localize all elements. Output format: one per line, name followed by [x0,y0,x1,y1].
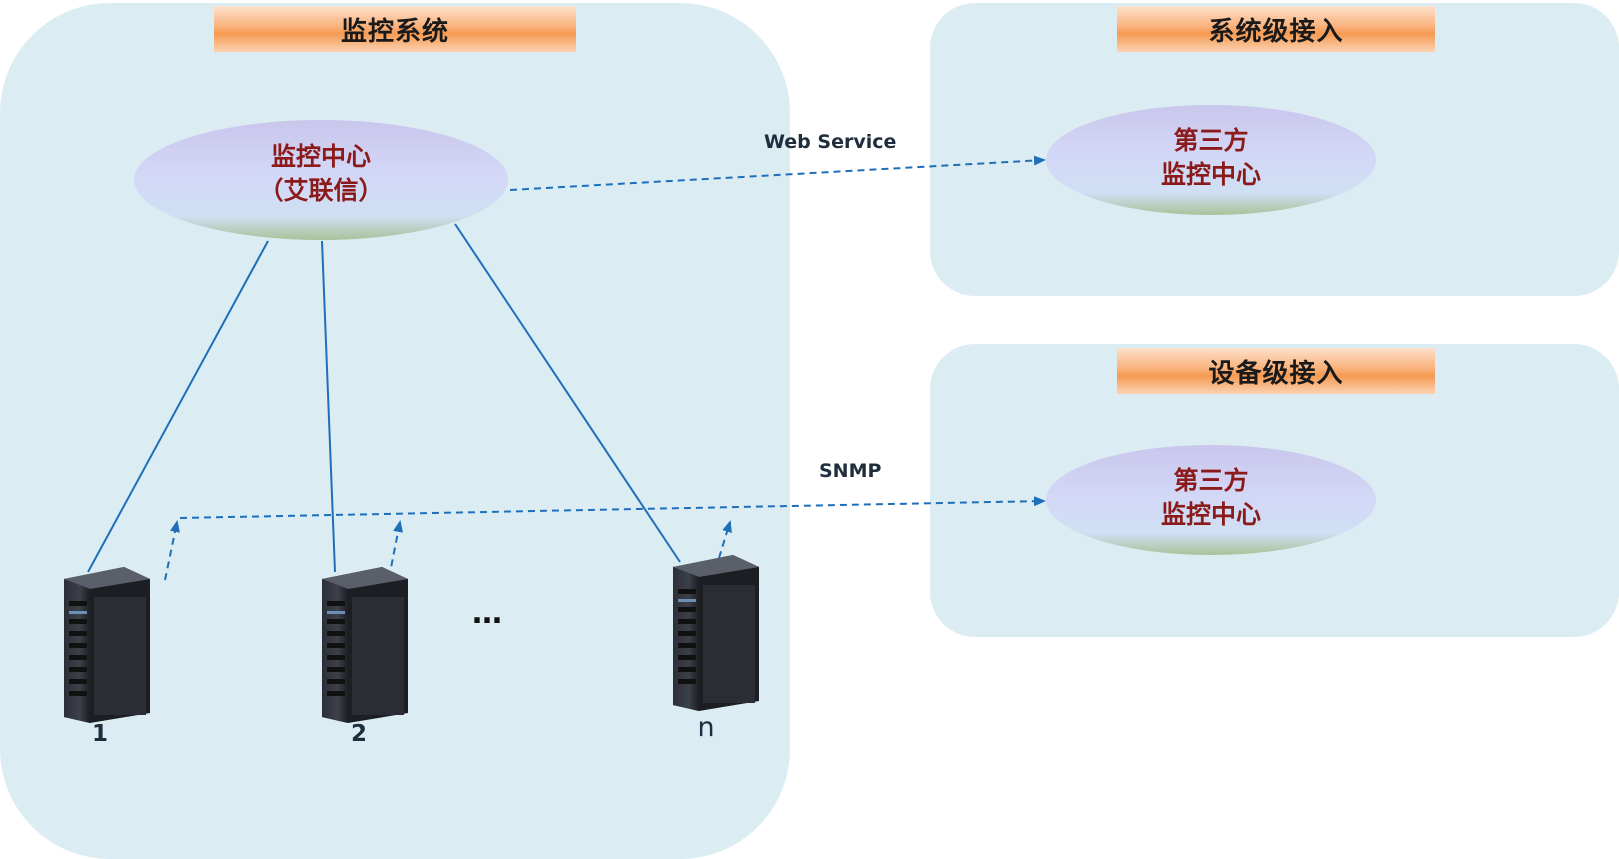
center-monitor-line1: 监控中心 [270,142,371,171]
third-party-device-node [1046,445,1376,555]
snmp-link [179,496,1046,519]
device-access-title: 设备级接入 [1117,348,1435,394]
server-2-icon [322,567,408,723]
server-2-snmp-arrow [388,520,403,579]
monitor-system-title: 监控系统 [214,6,576,52]
third-party-device-line2: 监控中心 [1160,500,1261,529]
third-party-device-label: 第三方 监控中心 [1046,464,1376,532]
third-party-system-node [1046,105,1376,215]
third-party-device-line1: 第三方 [1173,466,1249,495]
server-n-icon [673,555,759,711]
link-center-server-2 [321,240,336,573]
third-party-system-line2: 监控中心 [1160,160,1261,189]
server-n-label: n [697,712,715,743]
system-access-title: 系统级接入 [1117,6,1435,52]
center-monitor-label: 监控中心 （艾联信） [134,140,508,208]
server-1-label: 1 [91,721,108,747]
link-center-server-n [454,223,681,563]
web-service-link [509,155,1046,191]
server-n-snmp-arrow [718,520,732,559]
center-monitor-line2: （艾联信） [258,176,384,205]
server-2-label: 2 [350,721,367,747]
link-center-server-1 [87,240,269,573]
server-1-icon [64,567,150,723]
server-1-snmp-arrow [164,520,180,581]
snmp-label: SNMP [819,460,882,482]
more-servers-ellipsis: … [472,596,508,631]
third-party-system-label: 第三方 监控中心 [1046,124,1376,192]
web-service-label: Web Service [764,131,897,153]
third-party-system-line1: 第三方 [1173,126,1249,155]
center-monitor-node [134,120,508,240]
